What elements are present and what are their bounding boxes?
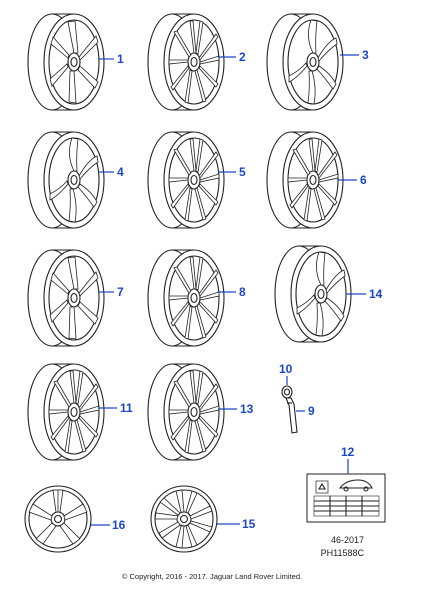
callout-12-number: 12	[341, 445, 355, 459]
callout-13-number: 13	[240, 402, 254, 416]
tyre-pressure-label	[306, 473, 386, 523]
wheel-13	[147, 363, 225, 461]
callout-4: 4	[98, 165, 124, 179]
wheel-5	[147, 131, 225, 229]
callout-13: 13	[218, 402, 254, 416]
wheel-2	[147, 13, 225, 111]
callout-7-number: 7	[117, 285, 124, 299]
callout-1-number: 1	[117, 52, 124, 66]
callout-4-number: 4	[117, 165, 124, 179]
wheel-3	[266, 13, 344, 111]
callout-16-number: 16	[112, 518, 126, 532]
callout-5-number: 5	[239, 165, 246, 179]
valve-stem	[285, 397, 298, 434]
callout-6-number: 6	[360, 173, 367, 187]
part-number: PH11588C	[320, 548, 364, 558]
wheel-8	[147, 249, 225, 347]
callout-3: 3	[340, 48, 369, 62]
callout-2-number: 2	[239, 50, 246, 64]
callout-8-number: 8	[239, 285, 246, 299]
callout-10-number: 10	[279, 362, 293, 376]
callout-7: 7	[98, 285, 124, 299]
callout-12: 12	[341, 445, 355, 474]
callout-16: 16	[91, 518, 126, 532]
callout-3-number: 3	[362, 48, 369, 62]
callout-15: 15	[217, 517, 256, 531]
callout-14: 14	[346, 287, 383, 301]
valve-cap	[281, 385, 293, 399]
callout-11: 11	[98, 401, 133, 415]
wheel-7	[27, 249, 105, 347]
callout-1: 1	[98, 52, 124, 66]
callout-10: 10	[279, 362, 293, 385]
callout-8: 8	[218, 285, 246, 299]
wheel-11	[27, 363, 105, 461]
callout-15-number: 15	[242, 517, 256, 531]
reference-code: 46-2017	[330, 535, 364, 545]
wheel-1	[27, 13, 105, 111]
callout-2: 2	[218, 50, 246, 64]
callout-9-number: 9	[308, 404, 315, 418]
wheel-6	[266, 131, 344, 229]
callout-5: 5	[218, 165, 246, 179]
callout-11-number: 11	[120, 401, 133, 415]
callout-9: 9	[296, 404, 315, 418]
wheel-4	[27, 131, 105, 229]
callout-6: 6	[338, 173, 367, 187]
callout-14-number: 14	[369, 287, 383, 301]
wheel-16	[24, 485, 92, 553]
wheel-14	[274, 245, 352, 343]
wheel-15	[150, 485, 218, 553]
copyright-notice: © Copyright, 2016 - 2017. Jaguar Land Ro…	[121, 572, 303, 581]
